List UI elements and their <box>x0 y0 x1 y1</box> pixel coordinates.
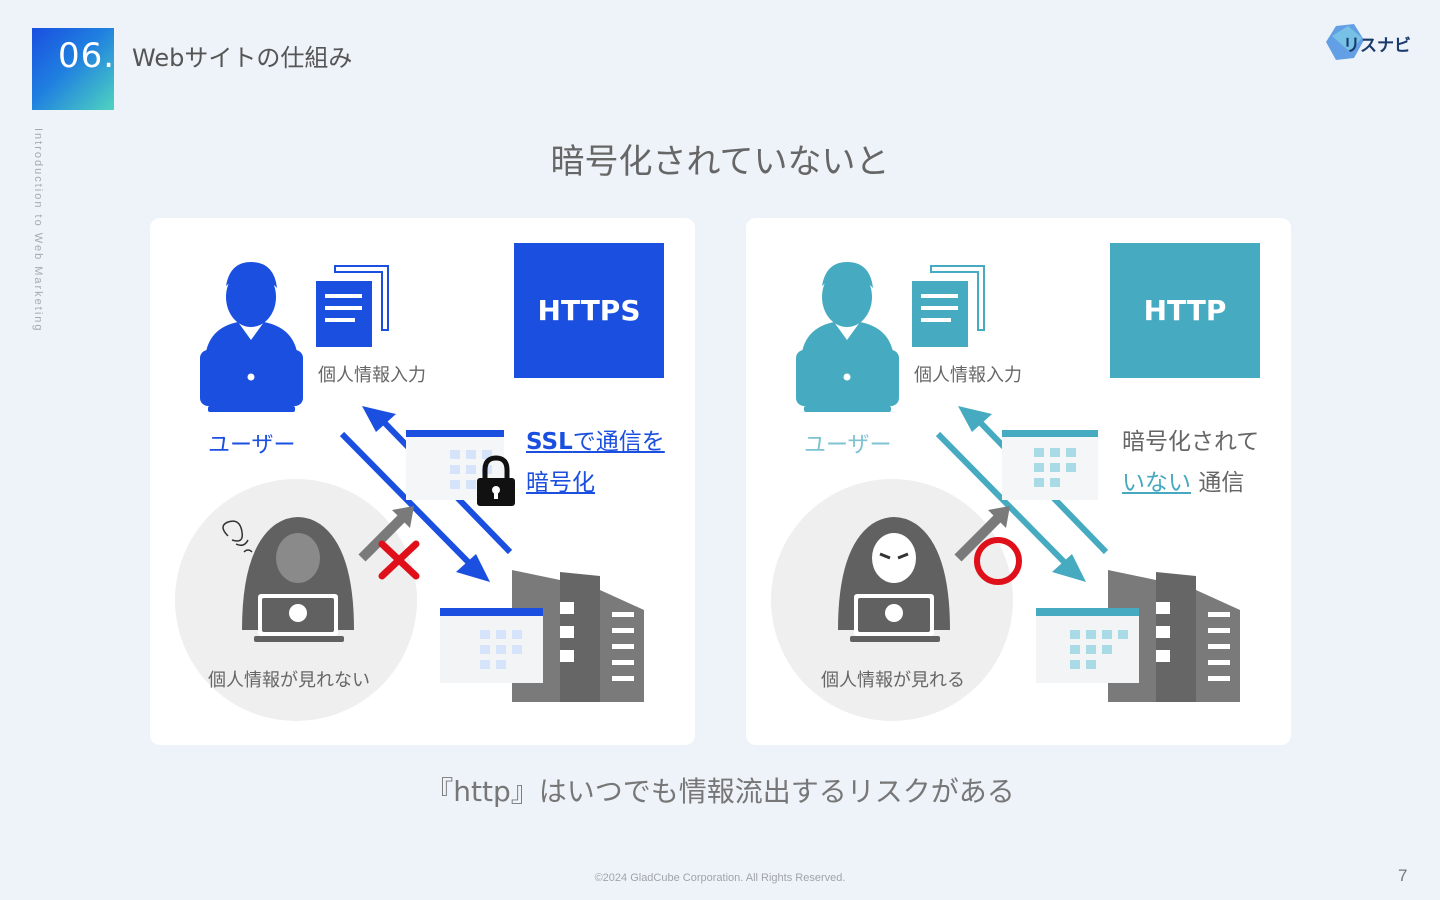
logo-text: リスナビ <box>1343 36 1411 56</box>
http-panel: HTTP 個人情報入力 ユーザー 暗号化されて いない 通信 個人情報が見れる <box>746 218 1291 745</box>
intercept-arrow-icon <box>954 506 1010 562</box>
unencrypted-page-icon <box>1002 430 1098 500</box>
hacker-icon <box>838 517 950 642</box>
ssl-note-line2: 暗号化 <box>526 470 595 496</box>
ssl-note-line1: で通信を <box>572 429 665 455</box>
section-title: Webサイトの仕組み <box>132 44 353 72</box>
confused-mark-icon <box>222 520 253 553</box>
https-illustration <box>175 262 644 721</box>
blocked-x-icon <box>378 540 420 580</box>
padlock-icon <box>477 455 515 506</box>
http-tag: HTTP <box>1110 243 1260 378</box>
unencrypted-note-line2: 通信 <box>1198 470 1245 496</box>
http-illustration <box>771 262 1240 721</box>
copyright-footer: ©2024 GladCube Corporation. All Rights R… <box>594 872 846 884</box>
https-panel: HTTPS 個人情報入力 ユーザー SSLで通信を 暗号化 個人情報が見れない <box>150 218 695 745</box>
user-icon <box>796 262 899 412</box>
hacker-icon <box>242 517 354 642</box>
unencrypted-note-line1: 暗号化されて <box>1122 429 1260 455</box>
https-tag: HTTPS <box>514 243 664 378</box>
section-number: 06. <box>58 36 116 76</box>
ssl-note: SSLで通信を 暗号化 <box>526 422 665 504</box>
personal-info-input-caption: 個人情報入力 <box>914 365 1022 386</box>
document-icon <box>912 265 985 347</box>
ssl-note-bold: SSL <box>526 429 573 455</box>
slide-heading: 暗号化されていないと <box>550 142 890 182</box>
user-label: ユーザー <box>804 433 892 458</box>
server-building-icon <box>440 570 644 702</box>
intercept-arrow-icon <box>358 506 414 562</box>
unencrypted-note-underlined: いない <box>1122 470 1191 496</box>
side-vertical-text: Introduction to Web Marketing <box>32 128 44 333</box>
document-icon <box>316 265 389 347</box>
conclusion-text: 『http』はいつでも情報流出するリスクがある <box>425 775 1015 808</box>
user-icon <box>200 262 303 412</box>
success-circle-icon <box>974 537 1022 585</box>
section-number-badge: 06. <box>32 28 114 110</box>
server-building-icon <box>1036 570 1240 702</box>
personal-info-input-caption: 個人情報入力 <box>318 365 426 386</box>
hacker-caption: 個人情報が見れない <box>208 670 370 691</box>
unencrypted-note: 暗号化されて いない 通信 <box>1122 422 1259 504</box>
hacker-caption: 個人情報が見れる <box>821 670 965 691</box>
logo-mark-icon <box>1326 24 1364 60</box>
page-number: 7 <box>1398 866 1408 885</box>
user-label: ユーザー <box>208 433 296 458</box>
